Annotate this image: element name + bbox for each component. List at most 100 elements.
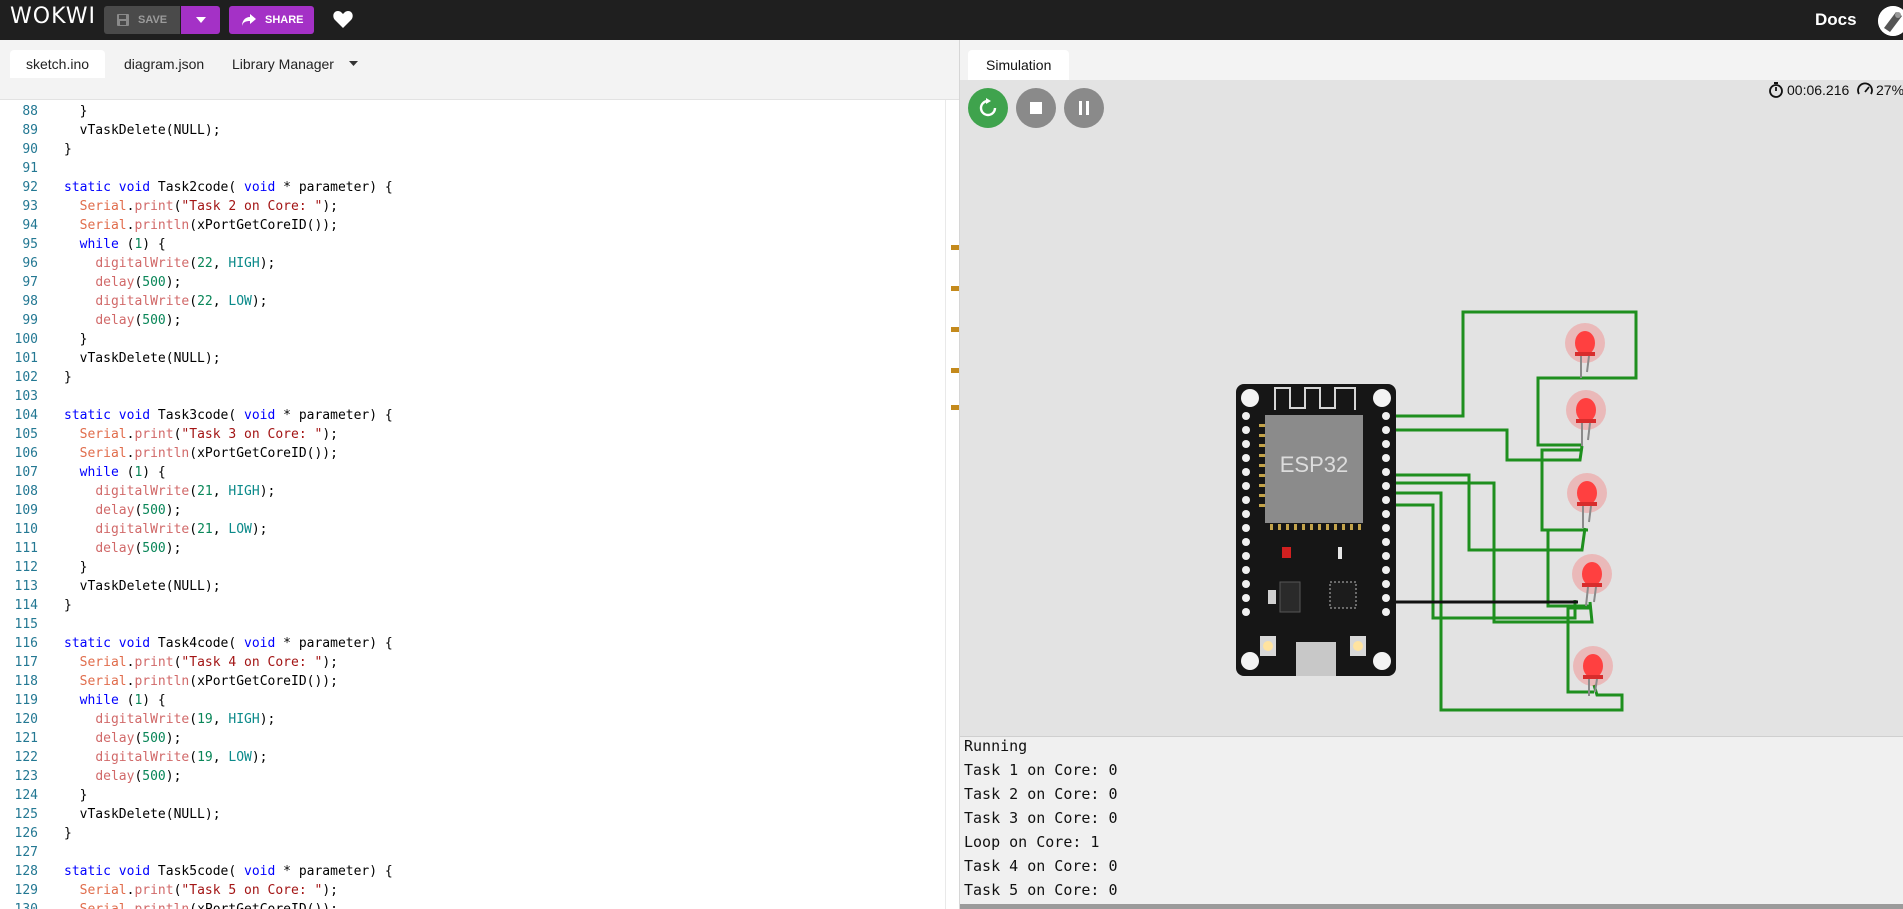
esp32-board[interactable]: ESP32 [1236, 384, 1396, 676]
line-code: } [64, 370, 72, 385]
share-button[interactable]: SHARE [229, 6, 314, 34]
code-line[interactable]: 101 vTaskDelete(NULL); [0, 349, 945, 368]
code-line[interactable]: 122 digitalWrite(19, LOW); [0, 748, 945, 767]
line-code: digitalWrite(21, LOW); [95, 522, 268, 537]
simulation-canvas[interactable] [960, 80, 1903, 736]
code-line[interactable]: 127 [0, 843, 945, 862]
pane-divider[interactable] [959, 40, 960, 909]
code-line[interactable]: 106 Serial.println(xPortGetCoreID()); [0, 444, 945, 463]
heart-icon[interactable] [333, 10, 353, 29]
code-line[interactable]: 126} [0, 824, 945, 843]
serial-line: Loop on Core: 1 [964, 833, 1100, 851]
pause-button[interactable] [1064, 88, 1104, 128]
tab-menu-caret-icon[interactable] [349, 61, 358, 66]
code-line[interactable]: 114} [0, 596, 945, 615]
code-line[interactable]: 121 delay(500); [0, 729, 945, 748]
scroll-marker [951, 286, 959, 291]
code-line[interactable]: 113 vTaskDelete(NULL); [0, 577, 945, 596]
code-line[interactable]: 94 Serial.println(xPortGetCoreID()); [0, 216, 945, 235]
share-icon [242, 14, 256, 26]
line-code: } [64, 788, 88, 803]
code-line[interactable]: 90} [0, 140, 945, 159]
led-4[interactable] [1572, 554, 1612, 607]
tab-library-manager[interactable]: Library Manager [232, 56, 334, 72]
code-line[interactable]: 89 vTaskDelete(NULL); [0, 121, 945, 140]
save-button[interactable]: SAVE [104, 6, 180, 34]
line-number: 94 [22, 218, 38, 233]
editor-scrollbar[interactable] [945, 100, 959, 909]
line-code: digitalWrite(22, LOW); [95, 294, 268, 309]
line-code: } [64, 104, 88, 119]
led-2[interactable] [1566, 390, 1606, 446]
line-number: 106 [14, 446, 38, 461]
save-options-dropdown[interactable] [181, 6, 220, 34]
code-line[interactable]: 115 [0, 615, 945, 634]
code-line[interactable]: 97 delay(500); [0, 273, 945, 292]
led-5[interactable] [1573, 646, 1613, 696]
serial-monitor-scrollbar[interactable] [960, 904, 1903, 909]
line-code: vTaskDelete(NULL); [64, 807, 221, 822]
line-code: delay(500); [95, 769, 182, 784]
code-line[interactable]: 124 } [0, 786, 945, 805]
simulation-timer: 00:06.216 [1768, 82, 1849, 98]
code-line[interactable]: 117 Serial.print("Task 4 on Core: "); [0, 653, 945, 672]
line-number: 105 [14, 427, 38, 442]
tab-sketch-ino[interactable]: sketch.ino [10, 50, 106, 78]
tab-diagram-json[interactable]: diagram.json [124, 56, 205, 72]
line-number: 96 [22, 256, 38, 271]
line-code: } [64, 560, 88, 575]
serial-line: Task 4 on Core: 0 [964, 857, 1118, 875]
line-number: 118 [14, 674, 38, 689]
code-line[interactable]: 96 digitalWrite(22, HIGH); [0, 254, 945, 273]
line-number: 95 [22, 237, 38, 252]
user-avatar[interactable] [1878, 6, 1903, 36]
line-code: Serial.print("Task 5 on Core: "); [79, 883, 338, 898]
code-line[interactable]: 119 while (1) { [0, 691, 945, 710]
serial-monitor[interactable] [960, 736, 1903, 909]
wokwi-logo[interactable]: WOKWI [10, 4, 96, 29]
code-line[interactable]: 98 digitalWrite(22, LOW); [0, 292, 945, 311]
line-code: } [64, 142, 72, 157]
code-line[interactable]: 111 delay(500); [0, 539, 945, 558]
line-code: digitalWrite(19, LOW); [95, 750, 268, 765]
code-line[interactable]: 120 digitalWrite(19, HIGH); [0, 710, 945, 729]
line-number: 130 [0, 900, 38, 909]
code-line[interactable]: 107 while (1) { [0, 463, 945, 482]
line-number: 116 [14, 636, 38, 651]
code-line[interactable]: 125 vTaskDelete(NULL); [0, 805, 945, 824]
code-line[interactable]: 95 while (1) { [0, 235, 945, 254]
code-line[interactable]: 99 delay(500); [0, 311, 945, 330]
line-number: 129 [14, 883, 38, 898]
code-line[interactable]: 109 delay(500); [0, 501, 945, 520]
tab-simulation[interactable]: Simulation [968, 50, 1070, 80]
stop-button[interactable] [1016, 88, 1056, 128]
code-line[interactable]: 110 digitalWrite(21, LOW); [0, 520, 945, 539]
wires[interactable] [1393, 310, 1638, 712]
line-code: digitalWrite(21, HIGH); [95, 484, 276, 499]
circuit-diagram[interactable]: ESP32 [1230, 300, 1650, 720]
code-line[interactable]: 88 } [0, 102, 945, 121]
line-code: Serial.print("Task 3 on Core: "); [79, 427, 338, 442]
code-line[interactable]: 105 Serial.print("Task 3 on Core: "); [0, 425, 945, 444]
code-line[interactable]: 100 } [0, 330, 945, 349]
led-1[interactable] [1565, 323, 1605, 378]
code-line[interactable]: 103 [0, 387, 945, 406]
code-line[interactable]: 93 Serial.print("Task 2 on Core: "); [0, 197, 945, 216]
code-line[interactable]: 102} [0, 368, 945, 387]
code-line[interactable]: 91 [0, 159, 945, 178]
code-line[interactable]: 112 } [0, 558, 945, 577]
docs-link[interactable]: Docs [1815, 10, 1857, 29]
line-code: Serial.println(xPortGetCoreID()); [79, 446, 338, 461]
code-line[interactable]: 108 digitalWrite(21, HIGH); [0, 482, 945, 501]
code-line[interactable]: 129 Serial.print("Task 5 on Core: "); [0, 881, 945, 900]
code-line[interactable]: 130 Serial.println(xPortGetCoreID()); [0, 900, 945, 909]
code-line[interactable]: 123 delay(500); [0, 767, 945, 786]
code-line[interactable]: 118 Serial.println(xPortGetCoreID()); [0, 672, 945, 691]
restart-button[interactable] [968, 88, 1008, 128]
led-3[interactable] [1567, 473, 1607, 528]
